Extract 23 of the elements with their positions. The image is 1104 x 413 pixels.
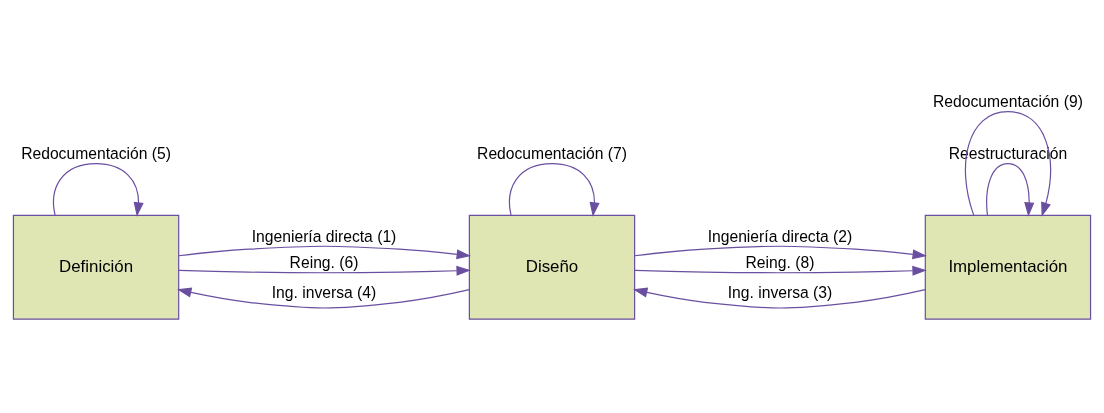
edge-label: Ing. inversa (3) [727,283,833,301]
arrow [178,245,472,259]
arrow [634,245,927,259]
arrow [986,162,1035,217]
edge-label: Ingeniería directa (1) [251,227,397,245]
arrow [508,162,600,217]
edge-label: Reestructuración [948,144,1068,162]
edge-label: Redocumentación (7) [477,144,627,162]
arrow [177,287,470,309]
edge-label: Reing. (6) [289,253,359,271]
edge-label: Ing. inversa (4) [271,283,377,301]
arrow [632,287,926,309]
arrow [964,110,1052,217]
node-box: Definición [12,214,180,320]
arrow [634,265,927,276]
edge-label: Redocumentación (5) [21,144,171,162]
node-box: Implementación [924,214,1092,320]
arrow [178,265,471,276]
edge-label: Redocumentación (9) [933,92,1083,110]
node-box: Diseño [468,214,636,320]
edge-label: Ingeniería directa (2) [707,227,853,245]
arrow [52,162,144,217]
edge-label: Reing. (8) [745,253,815,271]
